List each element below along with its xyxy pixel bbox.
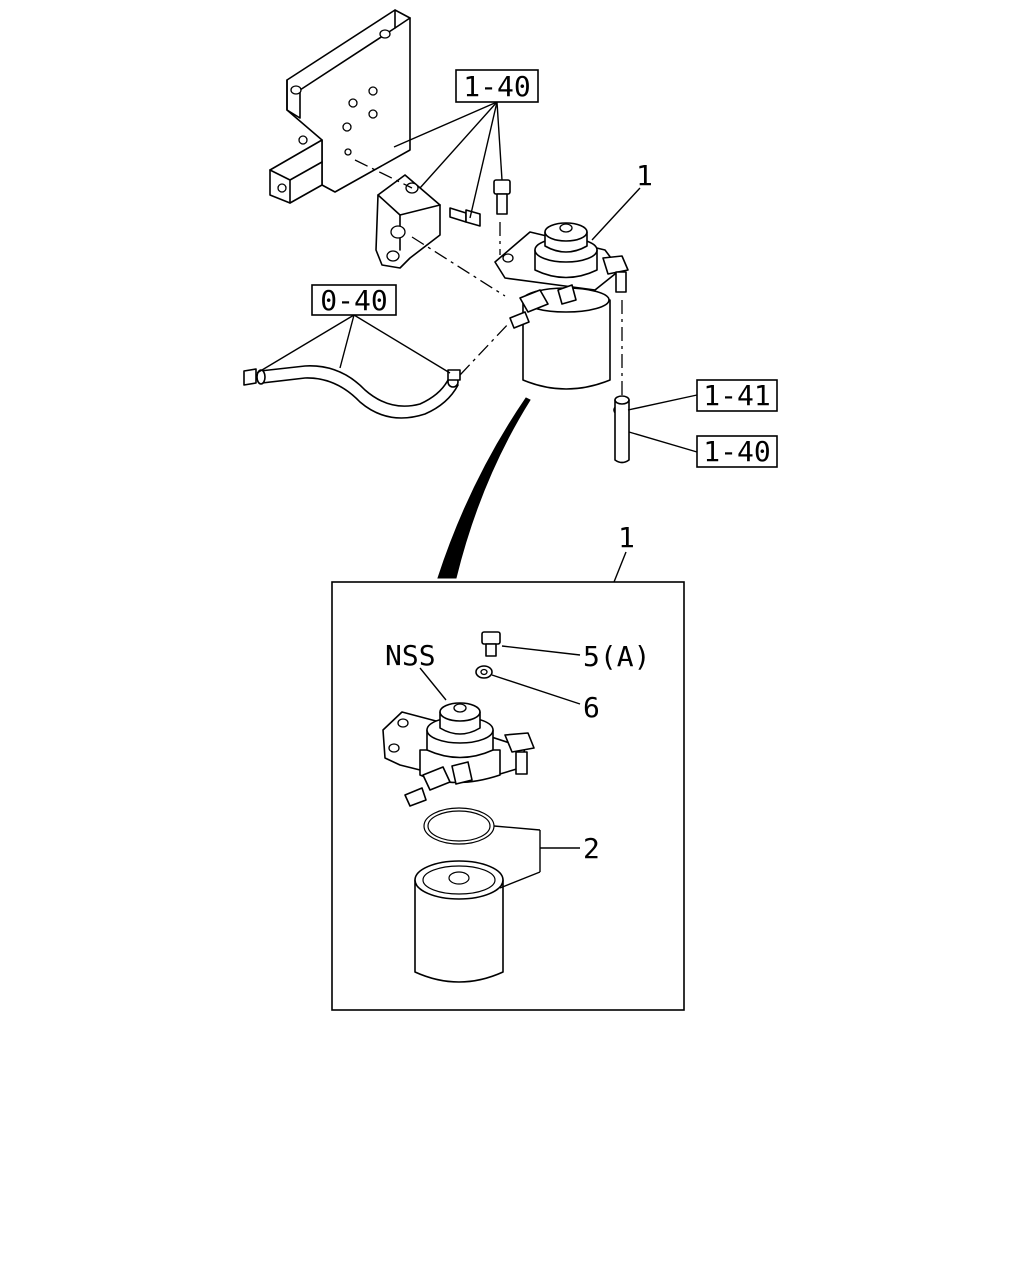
detail-filter-element <box>414 860 504 983</box>
callout-nss: NSS <box>385 639 436 672</box>
bolt-vertical <box>493 179 511 215</box>
callout-1-top: 1 <box>636 159 653 192</box>
ref-label-hose[interactable]: 0-40 <box>311 284 397 317</box>
svg-text:1-40: 1-40 <box>703 435 770 468</box>
fuel-hose <box>243 365 461 419</box>
bolt-horizontal <box>449 207 481 227</box>
svg-text:0-40: 0-40 <box>320 284 387 317</box>
ref-label-bracket-bolts[interactable]: 1-40 <box>455 69 539 103</box>
mounting-plate <box>375 174 441 269</box>
callout-washer: 6 <box>583 691 600 724</box>
frame-bracket <box>269 9 411 204</box>
detail-pointer-arrow <box>437 397 531 579</box>
ref-label-clip[interactable]: 1-41 <box>696 379 778 412</box>
callout-element: 2 <box>583 832 600 865</box>
detail-view-frame <box>331 581 685 1011</box>
svg-text:1-40: 1-40 <box>463 70 530 103</box>
detail-bolt <box>481 631 501 657</box>
callout-bolt: 5(A) <box>583 640 650 673</box>
detail-filter-head <box>382 702 535 807</box>
ref-label-pipe[interactable]: 1-40 <box>696 435 778 468</box>
filter-assembly-top <box>494 222 629 390</box>
detail-washer <box>475 665 493 679</box>
callout-1-detail: 1 <box>618 521 635 554</box>
pipe <box>614 395 630 464</box>
svg-text:1-41: 1-41 <box>703 379 770 412</box>
